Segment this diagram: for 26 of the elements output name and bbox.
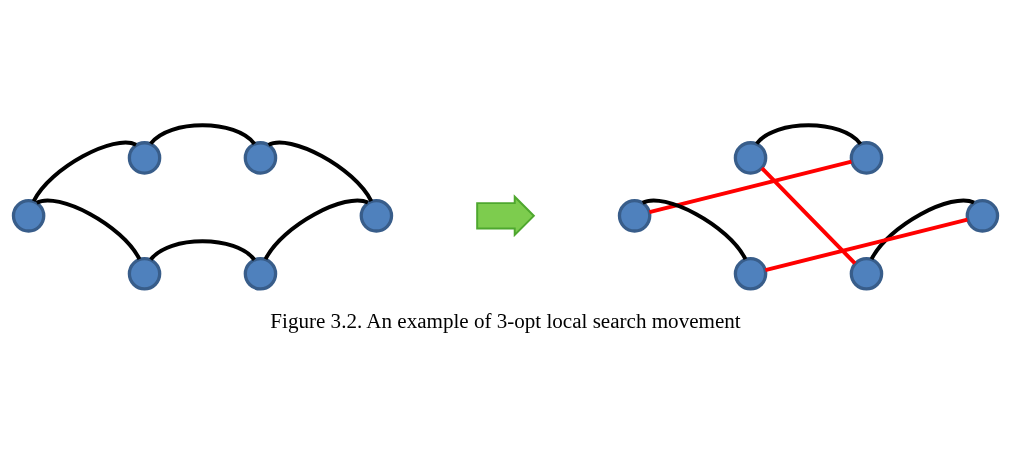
connector	[32, 140, 137, 203]
connector	[760, 166, 857, 265]
caption: Figure 3.2. An example of 3-opt local search movement	[270, 308, 741, 333]
node-circle	[849, 141, 884, 175]
connector	[267, 140, 373, 203]
node-circle	[849, 257, 884, 291]
node-circle	[243, 257, 278, 291]
connector	[869, 198, 975, 261]
node-arrow	[476, 194, 536, 238]
node-circle	[243, 141, 278, 175]
connector	[36, 198, 142, 261]
node-circle	[359, 199, 394, 233]
connector	[642, 198, 748, 261]
node-circle	[733, 141, 768, 175]
connector	[764, 217, 968, 273]
node-circle	[127, 257, 162, 291]
node-circle	[11, 199, 46, 233]
connector	[149, 123, 256, 146]
node-circle	[127, 141, 162, 175]
node-circle	[617, 199, 652, 233]
connector	[149, 239, 256, 262]
connector	[755, 123, 862, 146]
connector	[649, 159, 852, 215]
node-circle	[965, 199, 1000, 233]
node-circle	[733, 257, 768, 291]
connector	[263, 198, 369, 261]
